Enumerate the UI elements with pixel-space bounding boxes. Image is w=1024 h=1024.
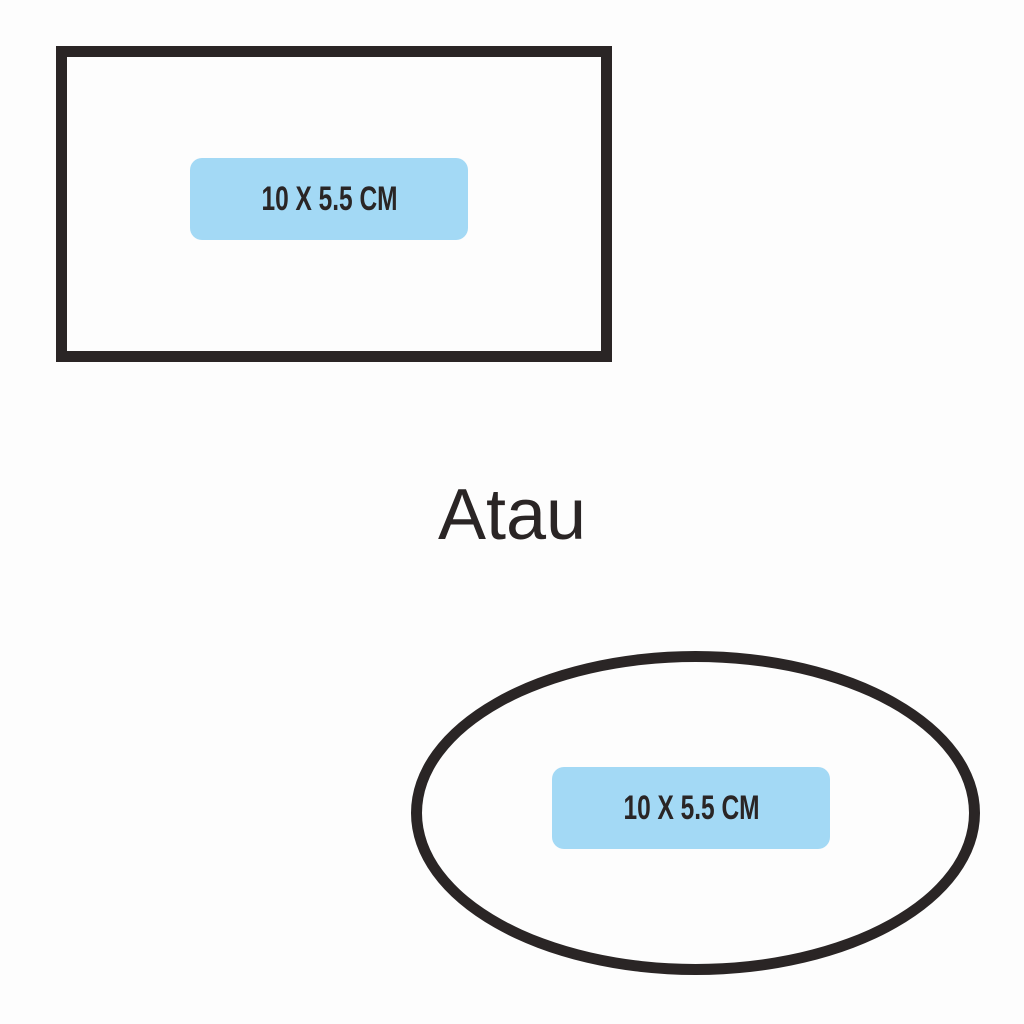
ellipse-size-text: 10 X 5.5 CM [622,788,760,827]
rectangle-size-label: 10 X 5.5 CM [190,158,468,240]
separator-text: Atau [437,475,587,555]
rectangle-shape [56,46,612,362]
ellipse-size-label: 10 X 5.5 CM [552,767,830,849]
rectangle-size-text: 10 X 5.5 CM [260,179,398,218]
ellipse-shape [411,651,980,975]
